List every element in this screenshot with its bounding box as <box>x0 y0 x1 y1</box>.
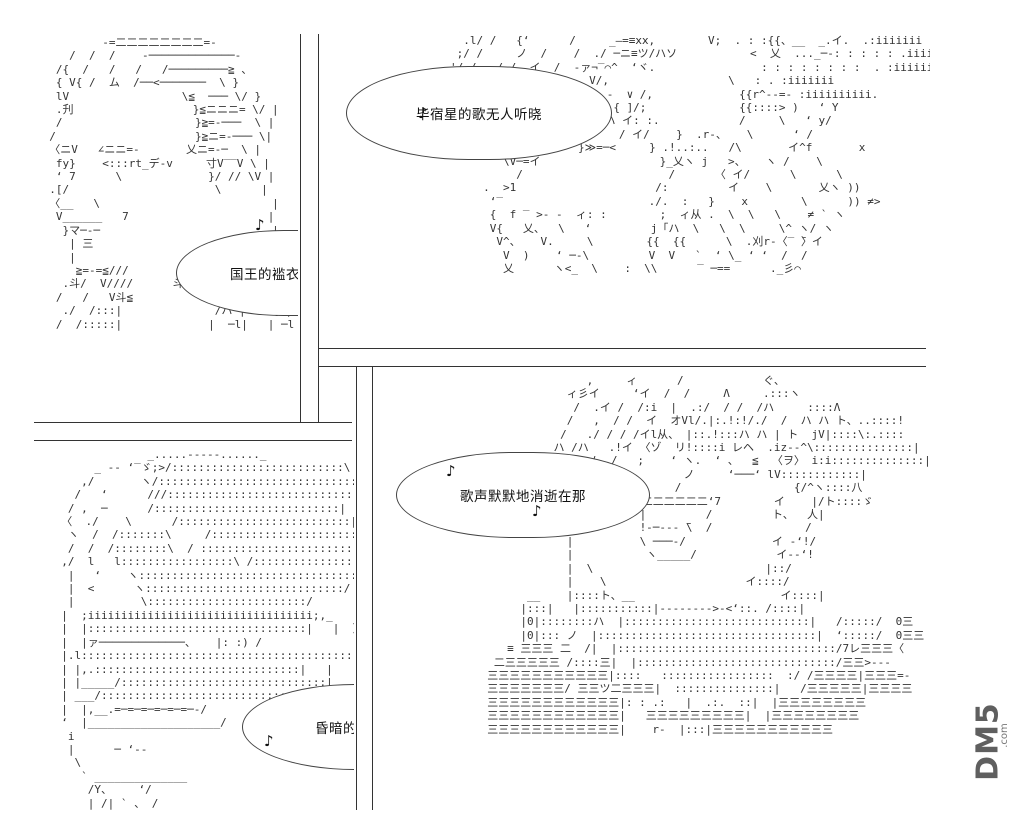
gutter-line-top-vertical-b <box>318 34 319 422</box>
dm5-logo-domain: .com <box>998 723 1010 748</box>
panel-bottom-left: _.....-‐-‐-......_ _ -‐ ‘‾ゞ;>/::::::::::… <box>34 442 354 832</box>
gutter-line-middle-horizontal-a <box>318 348 926 349</box>
ascii-art-cloaked-figure: _.....-‐-‐-......_ _ -‐ ‘‾ゞ;>/::::::::::… <box>61 448 354 810</box>
speech-text-top-left: 国王的褴衣随风飘摇 <box>230 267 298 283</box>
gutter-line-middle-horizontal-b <box>318 366 926 367</box>
gutter-line-bottom-vertical-b <box>372 366 373 810</box>
speech-bubble-top-right: 毕宿星的歌无人听晓 <box>346 66 612 160</box>
music-note-top-left: ♪ <box>255 216 265 234</box>
panel-top-left: -=二二二二二二二二=- / / / -─────────────- /{ / … <box>30 30 298 420</box>
gutter-line-top-vertical-a <box>300 34 301 422</box>
speech-text-bottom-right: 歌声默默地消逝在那 <box>460 489 586 505</box>
dm5-watermark: DM5 .com <box>971 672 1010 812</box>
gutter-line-bottom-vertical-a <box>356 366 357 810</box>
music-note-bottom-left-bottom: ♪ <box>264 732 274 750</box>
gutter-line-left-horizontal-a <box>34 422 352 423</box>
speech-bubble-bottom-right: 歌声默默地消逝在那 <box>396 452 650 538</box>
panel-top-right: .l/ / {‘ / _—=≡ⅹⅹ, V; . : :{{、__ _.イ. .:… <box>320 30 930 346</box>
speech-text-bottom-left: 昏暗的卡尔克萨 <box>315 721 354 737</box>
speech-text-top-right: 毕宿星的歌无人听晓 <box>416 107 542 123</box>
music-note-bottom-right-left: ♪ <box>446 462 456 480</box>
music-note-bottom-right-right: ♪ <box>532 502 542 520</box>
gutter-line-left-horizontal-b <box>34 440 352 441</box>
panel-bottom-right: , ィ / ぐ、 ィ彡イ ‘イ / / Λ .:::ヽ / .イ / /:i |… <box>374 368 930 832</box>
ascii-art-singing-figure: , ィ / ぐ、 ィ彡イ ‘イ / / Λ .:::ヽ / .イ / /:i |… <box>487 374 930 736</box>
music-note-top-right: ♪ <box>418 104 428 122</box>
